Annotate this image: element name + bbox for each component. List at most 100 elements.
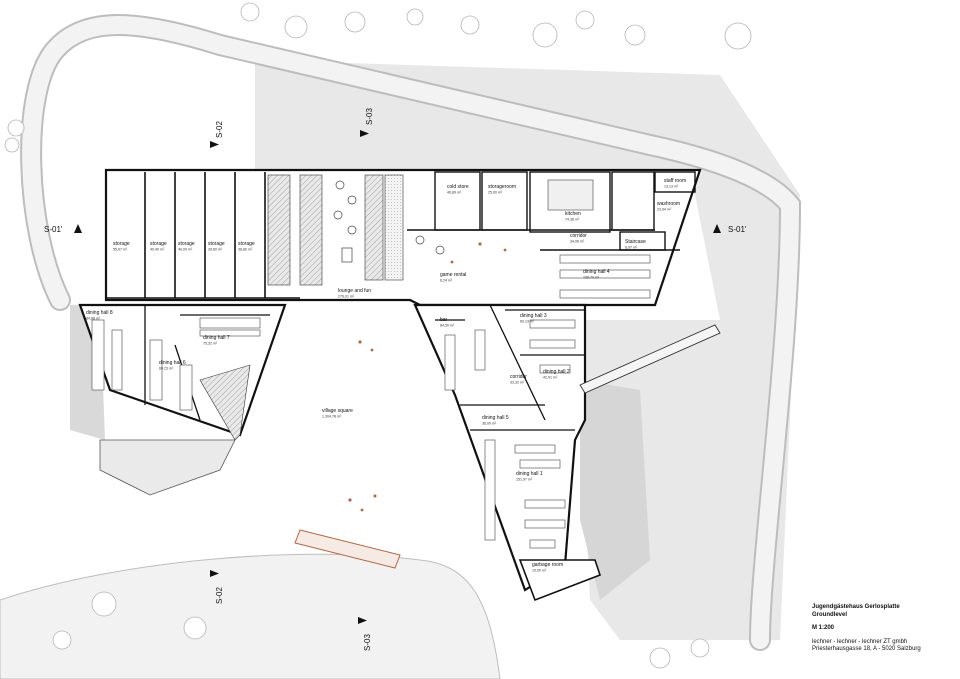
- room-name: village square: [322, 408, 353, 414]
- room-name: storage: [208, 241, 225, 247]
- room-label-dining-hall-2: dining hall 242,91 m²: [543, 369, 570, 380]
- east-wing: [413, 303, 587, 592]
- room-area: 25,00 m²: [488, 191, 503, 195]
- section-marker-s02-bottom: S-02: [210, 570, 224, 604]
- tree-icon: [649, 647, 671, 669]
- room-name: bar: [440, 317, 448, 323]
- section-label: S-02: [215, 121, 224, 138]
- tree-icon: [624, 24, 646, 46]
- project-title: Jugendgästehaus Gerlosplatte: [812, 604, 900, 610]
- section-marker-s03-bottom: S-03: [358, 617, 372, 651]
- room-area: 1.304,78 m²: [322, 415, 342, 419]
- room-area: 36,00 m²: [482, 422, 497, 426]
- tree-icon: [4, 137, 20, 153]
- room-name: Staircase: [625, 239, 646, 245]
- room-name: dining hall 1: [516, 471, 543, 477]
- section-arrow-icon: [74, 224, 82, 233]
- room-area: 23,94 m²: [657, 208, 672, 212]
- section-marker-s03-top: S-03: [360, 108, 374, 137]
- storage-bays: [106, 172, 300, 299]
- room-name: corridor: [570, 233, 587, 239]
- room-area: 55,97 m²: [113, 248, 128, 252]
- room-name: game rental: [440, 272, 466, 278]
- section-label: S-03: [363, 634, 372, 651]
- room-name: storage: [150, 241, 167, 247]
- room-label-dining-hall-7: dining hall 775,32 m²: [203, 335, 230, 346]
- room-area: 6,24 m²: [440, 279, 453, 283]
- room-name: dining hall 3: [520, 313, 547, 319]
- room-area: 46,89 m²: [447, 191, 462, 195]
- room-area: 84,50 m²: [440, 324, 455, 328]
- section-marker-s01-left: S-01': [44, 224, 82, 234]
- hatched-shaft: [384, 174, 404, 281]
- room-area: 60,23 m²: [159, 367, 174, 371]
- tree-icon: [183, 616, 207, 640]
- room-label-dining-hall-5: dining hall 536,00 m²: [482, 415, 509, 426]
- east-wing-tip: [518, 559, 602, 602]
- tree-icon: [406, 8, 424, 26]
- dining-tables: [91, 254, 651, 549]
- room-area: 39,60 m²: [208, 248, 223, 252]
- room-name: cold store: [447, 184, 469, 190]
- tree-icon: [724, 22, 752, 50]
- section-arrow-icon: [358, 617, 367, 624]
- room-label-dining-hall-8: dining hall 884,88 m²: [86, 310, 113, 321]
- office-address: Priesterhausgasse 18, A - 5020 Salzburg: [812, 646, 921, 652]
- room-area: 34,06 m²: [570, 240, 585, 244]
- room-area: 38,80 m²: [238, 248, 253, 252]
- room-area: 60,13 m²: [520, 320, 535, 324]
- room-area: 10,00 m²: [532, 569, 547, 573]
- room-name: dining hall 4: [583, 269, 610, 275]
- section-arrow-icon: [360, 130, 369, 137]
- room-label-dining-hall-3: dining hall 360,13 m²: [520, 313, 547, 324]
- section-arrow-icon: [713, 224, 721, 233]
- section-label: S-03: [365, 108, 374, 125]
- room-name: dining hall 8: [86, 310, 113, 316]
- room-area: 84,88 m²: [86, 317, 101, 321]
- room-name: dining hall 6: [159, 360, 186, 366]
- lounge-furniture: [333, 180, 445, 263]
- scale-label: M 1:200: [812, 625, 835, 631]
- tree-icon: [91, 591, 117, 617]
- room-area: 42,91 m²: [543, 376, 558, 380]
- room-name: staff room: [664, 178, 686, 184]
- room-name: dining hall 2: [543, 369, 570, 375]
- room-area: 13,13 m²: [664, 185, 679, 189]
- tree-icon: [532, 22, 558, 48]
- tree-icon: [344, 11, 366, 33]
- east-wing-walls: [435, 304, 585, 431]
- section-markers: S-01' S-01' S-02 S-03 S-02 S-03: [44, 108, 747, 651]
- tree-icon: [690, 638, 710, 658]
- terrain-shadow-right: [580, 380, 650, 600]
- hatched-shaft: [364, 174, 384, 281]
- room-area: 75,32 m²: [203, 342, 218, 346]
- room-area: 106,70 m²: [583, 276, 600, 280]
- tree-icon: [240, 2, 260, 22]
- room-name: dining hall 7: [203, 335, 230, 341]
- section-arrow-icon: [210, 570, 219, 577]
- room-area: 40,40 m²: [150, 248, 165, 252]
- section-marker-s01-right: S-01': [713, 224, 747, 234]
- tree-icon: [575, 10, 595, 30]
- tree-icon: [52, 630, 72, 650]
- room-area: 74,38 m²: [565, 218, 580, 222]
